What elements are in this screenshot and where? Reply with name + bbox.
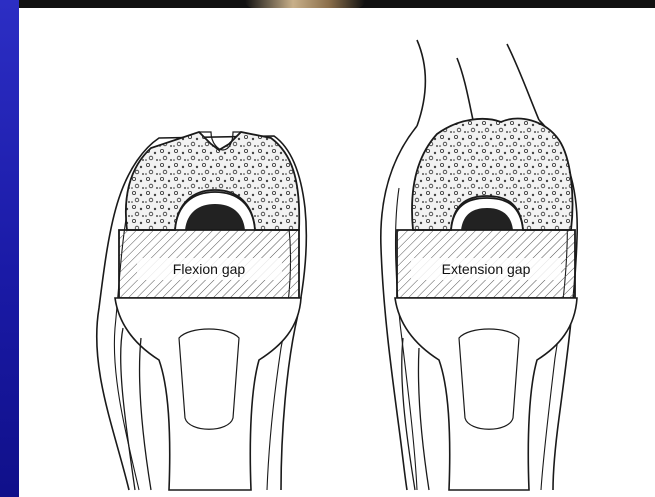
- extension-knee: Extension gap: [381, 40, 577, 490]
- knee-gap-illustration: Flexion gap Extension gap: [19, 8, 655, 497]
- slide-sidebar: [0, 0, 19, 497]
- extension-gap-label: Extension gap: [442, 261, 531, 277]
- flexion-gap-label: Flexion gap: [173, 261, 246, 277]
- flexion-knee: Flexion gap: [97, 132, 307, 490]
- extension-tibia: [395, 298, 577, 490]
- flexion-tibia: [115, 298, 301, 490]
- extension-femur-shaft: [417, 40, 539, 126]
- top-bar-glare: [245, 0, 365, 8]
- slide-top-bar: [0, 0, 655, 8]
- flexion-fibula: [121, 328, 151, 490]
